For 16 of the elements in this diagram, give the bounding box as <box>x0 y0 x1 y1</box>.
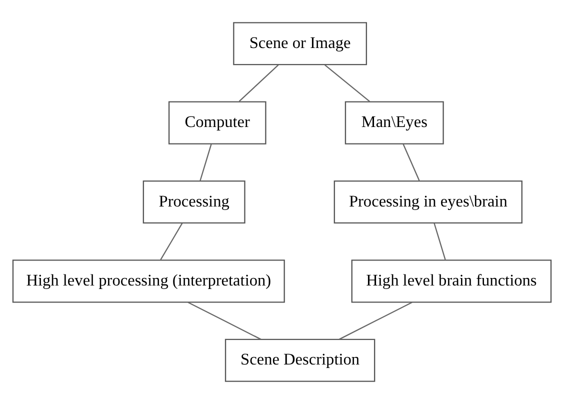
connector <box>188 301 262 340</box>
connector <box>200 144 212 180</box>
connector <box>160 222 183 260</box>
node-box: High level brain functions <box>351 259 552 302</box>
node-box: Processing in eyes\brain <box>334 180 522 224</box>
node-box: Computer <box>168 100 266 144</box>
connector <box>324 64 370 102</box>
connector <box>238 64 279 102</box>
node-box: Scene Description <box>224 338 376 382</box>
connector <box>402 143 420 180</box>
connector <box>434 222 446 260</box>
node-box: Scene or Image <box>233 22 368 65</box>
node-box: Processing <box>142 180 246 224</box>
node-box: Man\Eyes <box>344 100 444 144</box>
node-box: High level processing (interpretation) <box>12 259 285 302</box>
connector <box>338 301 412 340</box>
